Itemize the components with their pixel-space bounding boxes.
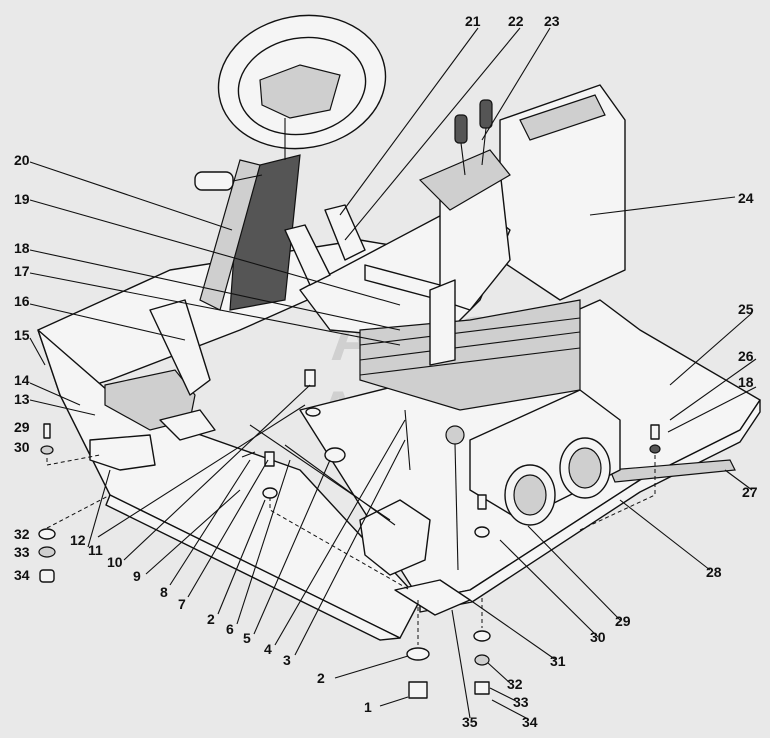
callout-35: 35 (462, 714, 478, 730)
callout-5: 5 (243, 630, 251, 646)
callout-9: 9 (133, 568, 141, 584)
callout-33: 33 (513, 694, 529, 710)
callout-31: 31 (550, 653, 566, 669)
callout-18: 18 (14, 240, 30, 256)
gear-lever (404, 409, 465, 571)
callout-23: 23 (544, 13, 560, 29)
steering-column (194, 14, 387, 311)
callout-21: 21 (465, 13, 481, 29)
control-levers (418, 99, 511, 211)
leader-lines (29, 27, 757, 720)
callout-29: 29 (14, 419, 30, 435)
callout-24: 24 (738, 190, 754, 206)
foot-pedals (284, 204, 366, 286)
callout-18: 18 (738, 374, 754, 390)
callout-28: 28 (706, 564, 722, 580)
callout-2: 2 (317, 670, 325, 686)
pedal-assembly (89, 299, 216, 471)
callout-16: 16 (14, 293, 30, 309)
callout-19: 19 (14, 191, 30, 207)
callout-11: 11 (88, 542, 103, 558)
callout-30: 30 (590, 629, 606, 645)
callout-7: 7 (178, 596, 186, 612)
callout-26: 26 (738, 348, 754, 364)
callout-15: 15 (14, 327, 30, 343)
callout-4: 4 (264, 641, 272, 657)
callout-34: 34 (522, 714, 538, 730)
fasteners-bottom (269, 490, 491, 699)
callout-1: 1 (364, 699, 372, 715)
callout-3: 3 (283, 652, 291, 668)
callout-12: 12 (70, 532, 86, 548)
callout-14: 14 (14, 372, 30, 388)
callout-30: 30 (14, 439, 30, 455)
callout-20: 20 (14, 152, 30, 168)
callout-27: 27 (742, 484, 758, 500)
operator-seat (299, 84, 626, 411)
callout-29: 29 (615, 613, 631, 629)
callout-25: 25 (738, 301, 754, 317)
fasteners-left (38, 423, 111, 583)
hydraulic-unit (469, 389, 621, 526)
callout-8: 8 (160, 584, 168, 600)
fasteners-right (474, 424, 661, 538)
callout-22: 22 (508, 13, 524, 29)
callout-33: 33 (14, 544, 30, 560)
callout-32: 32 (14, 526, 30, 542)
callout-32: 32 (507, 676, 523, 692)
small-bolts (241, 369, 346, 499)
callout-34: 34 (14, 567, 30, 583)
callout-13: 13 (14, 391, 30, 407)
callout-2: 2 (207, 611, 215, 627)
callout-17: 17 (14, 263, 30, 279)
callout-10: 10 (107, 554, 123, 570)
callouts: 1 2 2 3 4 5 6 7 8 9 10 11 12 13 14 15 16… (14, 13, 758, 730)
callout-6: 6 (226, 621, 234, 637)
center-bracket (249, 424, 471, 616)
